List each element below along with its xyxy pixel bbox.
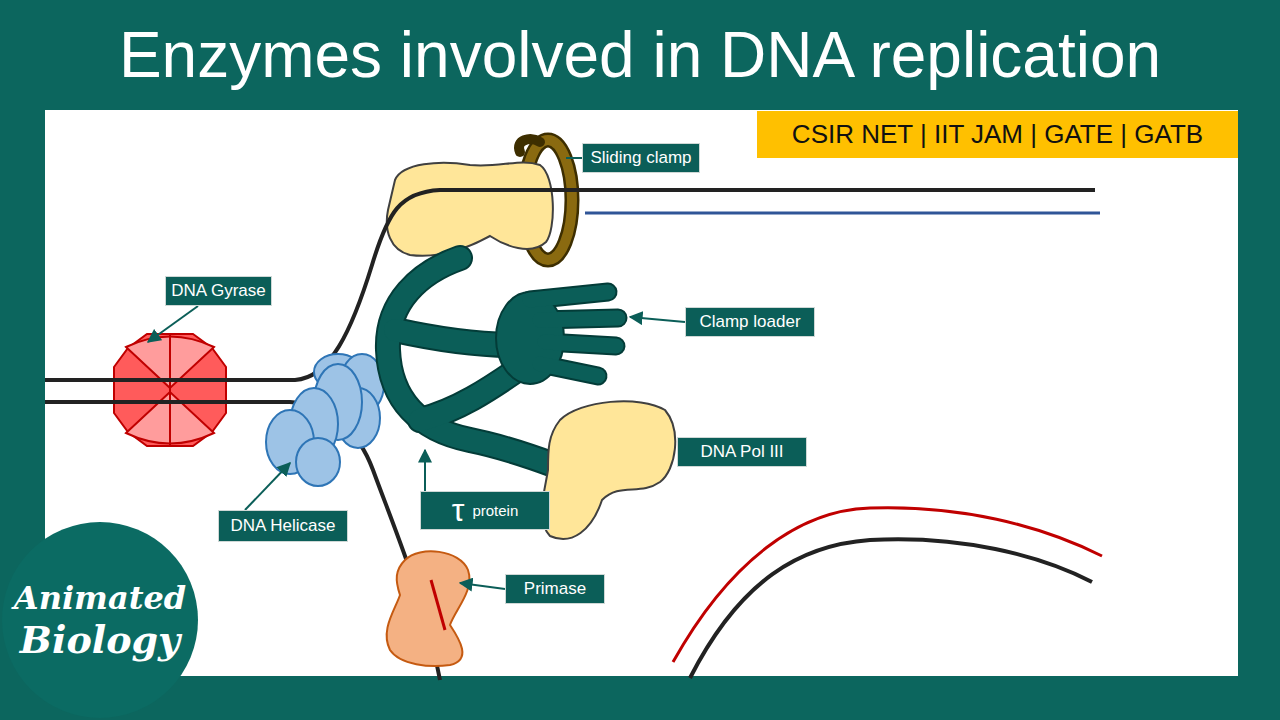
leader-line [460, 583, 505, 589]
leading-strand [585, 212, 1100, 215]
logo-badge: AnimatedBiology [2, 522, 198, 718]
gyrase-seam [169, 333, 171, 447]
clamp-loader-finger [545, 342, 616, 346]
clamp-loader-finger [540, 318, 618, 320]
callout-label: Sliding clamp [582, 143, 700, 173]
leader-line [245, 463, 290, 510]
node-text: Animated [14, 579, 186, 617]
clamp-loader-finger [530, 292, 608, 300]
template-strand [45, 190, 1095, 380]
clamp-loader-finger [540, 318, 618, 320]
helicase-enzyme [266, 354, 384, 486]
node-text: Clamp loader [699, 312, 800, 332]
node-text: Biology [20, 617, 180, 662]
node-text: Sliding clamp [590, 148, 691, 168]
leader-line [566, 157, 582, 159]
helicase-lobe [296, 438, 340, 486]
callout-label: τ protein [420, 491, 550, 530]
sliding-clamp-cap [519, 139, 540, 152]
clamp-loader-finger [530, 292, 608, 300]
lagging-template-strand [690, 539, 1092, 678]
leader-line [630, 317, 685, 322]
rna-primer [431, 580, 445, 630]
pol-iii-lagging [542, 401, 675, 539]
callout-label: DNA Pol III [677, 437, 807, 467]
clamp-loader-finger [545, 342, 616, 346]
white-panel [45, 110, 1238, 676]
gyrase-enzyme [114, 333, 226, 447]
clamp-loader-arm [420, 368, 520, 420]
node-text: CSIR NET | IIT JAM | GATE | GATB [792, 119, 1203, 150]
page-title: Enzymes involved in DNA replication [0, 6, 1280, 104]
node-text: Primase [524, 579, 586, 599]
leader-line [424, 450, 426, 492]
pol-iii-leading [387, 162, 553, 255]
callout-label: Primase [505, 574, 605, 604]
leader-lines [148, 158, 685, 589]
node-text: DNA Gyrase [171, 281, 265, 301]
callout-label: Clamp loader [685, 307, 815, 337]
leader-line [148, 306, 198, 342]
clamp-loader-arm [420, 368, 520, 420]
callout-label: DNA Gyrase [165, 276, 272, 306]
primase-enzyme [387, 551, 470, 666]
node-text: DNA Pol III [700, 442, 783, 462]
gyrase-body [114, 334, 226, 446]
node-text: τ [452, 492, 465, 529]
callout-label: DNA Helicase [218, 510, 348, 542]
node-text: DNA Helicase [231, 516, 336, 536]
node-text: protein [472, 502, 518, 519]
exam-banner: CSIR NET | IIT JAM | GATE | GATB [757, 111, 1238, 158]
new-lagging-strand [673, 508, 1102, 662]
clamp-loader-finger [540, 364, 598, 376]
